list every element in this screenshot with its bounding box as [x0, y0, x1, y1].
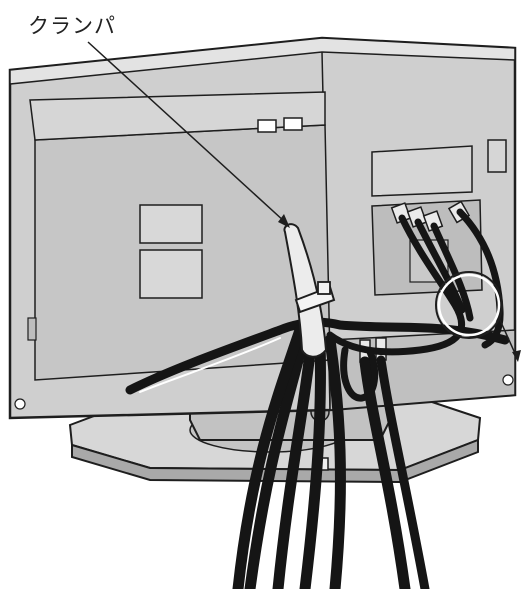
tv-back-illustration — [0, 0, 521, 589]
diagram-stage: クランパ — [0, 0, 521, 589]
